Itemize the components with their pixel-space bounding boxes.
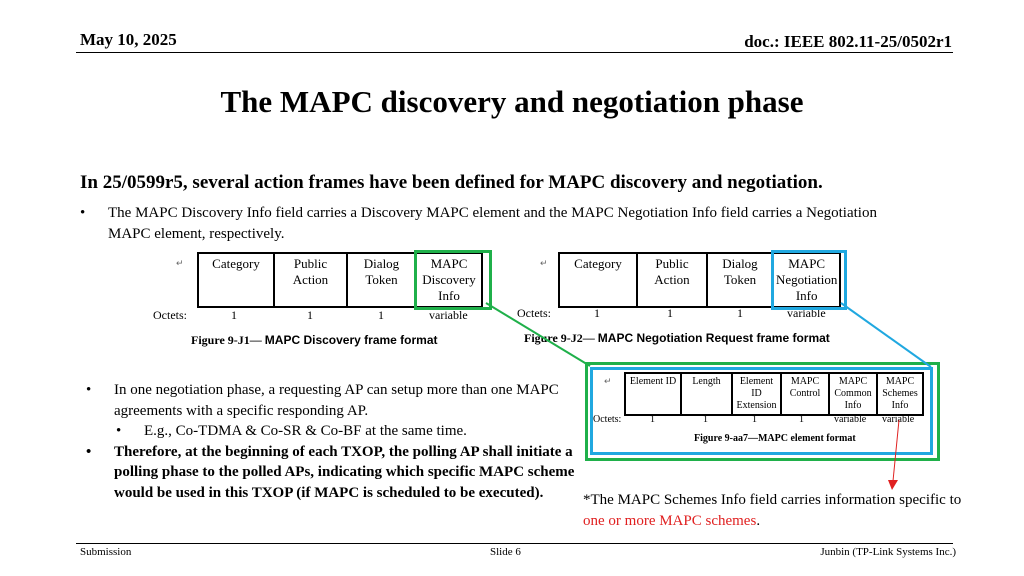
schemes-info-note: *The MAPC Schemes Info field carries inf… [583, 490, 963, 531]
green-connector-line [485, 302, 591, 367]
aa7-field-mapc-common-info: MAPC Common Info [828, 372, 878, 416]
j2-octet-category: 1 [594, 306, 600, 320]
header-doc-id: doc.: IEEE 802.11-25/0502r1 [744, 32, 952, 51]
j1-octets-label: Octets: [153, 308, 187, 322]
note-highlight: one or more MAPC schemes [583, 512, 757, 529]
j1-octet-category: 1 [231, 308, 237, 322]
aa7-octets-row: Octets: 1 1 1 1 variable variable [593, 414, 928, 428]
red-arrow-line [892, 419, 900, 482]
j1-octets-row: Octets: 1 1 1 variable [153, 308, 493, 324]
aa7-field-element-id: Element ID [624, 372, 682, 416]
j2-field-mapc-negotiation-info: MAPC Negotiation Info [771, 252, 842, 308]
figure-j1-caption-rest: MAPC Discovery frame format [264, 333, 438, 347]
aa7-octet-element-id: 1 [650, 414, 655, 425]
figure-aa7-table: Element ID Length Element ID Extension M… [624, 372, 924, 416]
aa7-octet-element-id-extension: 1 [752, 414, 757, 425]
figure-j2-table: Category Public Action Dialog Token MAPC… [558, 252, 842, 308]
note-suffix: . [756, 512, 761, 529]
aa7-octet-schemes-info: variable [882, 414, 915, 425]
aa7-field-mapc-control: MAPC Control [780, 372, 830, 416]
j1-field-category: Category [197, 252, 275, 308]
bullet-text: In one negotiation phase, a requesting A… [114, 382, 559, 419]
figure-j1-caption-prefix: Figure 9-J1— [191, 333, 265, 347]
aa7-field-element-id-extension: Element ID Extension [731, 372, 782, 416]
figure-j2-caption-rest: MAPC Negotiation Request frame format [597, 331, 830, 345]
j2-field-dialog-token: Dialog Token [706, 252, 774, 308]
j1-octet-dialog-token: 1 [378, 308, 384, 322]
j1-field-public-action: Public Action [273, 252, 348, 308]
bullet-text: Therefore, at the beginning of each TXOP… [114, 443, 575, 501]
aa7-octet-mapc-control: 1 [799, 414, 804, 425]
aa7-octet-common-info: variable [834, 414, 867, 425]
header-rule [76, 52, 953, 53]
footer-rule [76, 543, 953, 544]
figure-j1-table: Category Public Action Dialog Token MAPC… [197, 252, 483, 308]
red-arrow-head [888, 480, 898, 490]
bullet-negotiation-phase: • In one negotiation phase, a requesting… [86, 380, 576, 421]
header-date: May 10, 2025 [80, 30, 177, 49]
j2-field-public-action: Public Action [636, 252, 708, 308]
footer-slide-number: Slide 6 [490, 546, 521, 558]
figure-j2-caption: Figure 9-J2— MAPC Negotiation Request fr… [524, 331, 830, 346]
j1-octet-public-action: 1 [307, 308, 313, 322]
bullet-text: E.g., Co-TDMA & Co-SR & Co-BF at the sam… [144, 423, 467, 439]
blue-connector-line [840, 302, 932, 368]
footer-submission: Submission [80, 546, 132, 558]
aa7-octets-label: Octets: [593, 414, 622, 425]
footer-author: Junbin (TP-Link Systems Inc.) [820, 546, 956, 558]
note-prefix: *The MAPC Schemes Info field carries inf… [583, 492, 962, 508]
sub-bullet-example: • E.g., Co-TDMA & Co-SR & Co-BF at the s… [86, 421, 576, 442]
bullet-dot: • [86, 443, 92, 460]
j1-octet-discovery-info: variable [429, 308, 468, 322]
lower-bullets: • In one negotiation phase, a requesting… [86, 380, 576, 503]
aa7-octet-length: 1 [703, 414, 708, 425]
figure-j2-caption-prefix: Figure 9-J2— [524, 331, 598, 345]
j2-octet-public-action: 1 [667, 306, 673, 320]
paragraph-mark: ↵ [604, 376, 612, 386]
bullet-dot: • [86, 382, 92, 398]
paragraph-mark: ↵ [540, 258, 548, 268]
bullet-dot: • [116, 423, 122, 439]
figure-aa7-caption: Figure 9-aa7—MAPC element format [694, 433, 856, 444]
j2-field-category: Category [558, 252, 638, 308]
j2-octet-dialog-token: 1 [737, 306, 743, 320]
aa7-field-mapc-schemes-info: MAPC Schemes Info [876, 372, 924, 416]
paragraph-mark: ↵ [176, 258, 184, 268]
j2-octets-label: Octets: [517, 306, 551, 320]
bullet-text: The MAPC Discovery Info field carries a … [108, 205, 877, 242]
slide-title: The MAPC discovery and negotiation phase [220, 84, 804, 119]
j1-field-mapc-discovery-info: MAPC Discovery Info [415, 252, 483, 308]
bullet-polling-phase: • Therefore, at the beginning of each TX… [86, 442, 576, 504]
intro-text: In 25/0599r5, several action frames have… [80, 172, 823, 193]
aa7-field-length: Length [680, 372, 733, 416]
j1-field-dialog-token: Dialog Token [346, 252, 417, 308]
bullet-dot: • [80, 205, 86, 221]
figure-j1-caption: Figure 9-J1— MAPC Discovery frame format [191, 333, 438, 348]
